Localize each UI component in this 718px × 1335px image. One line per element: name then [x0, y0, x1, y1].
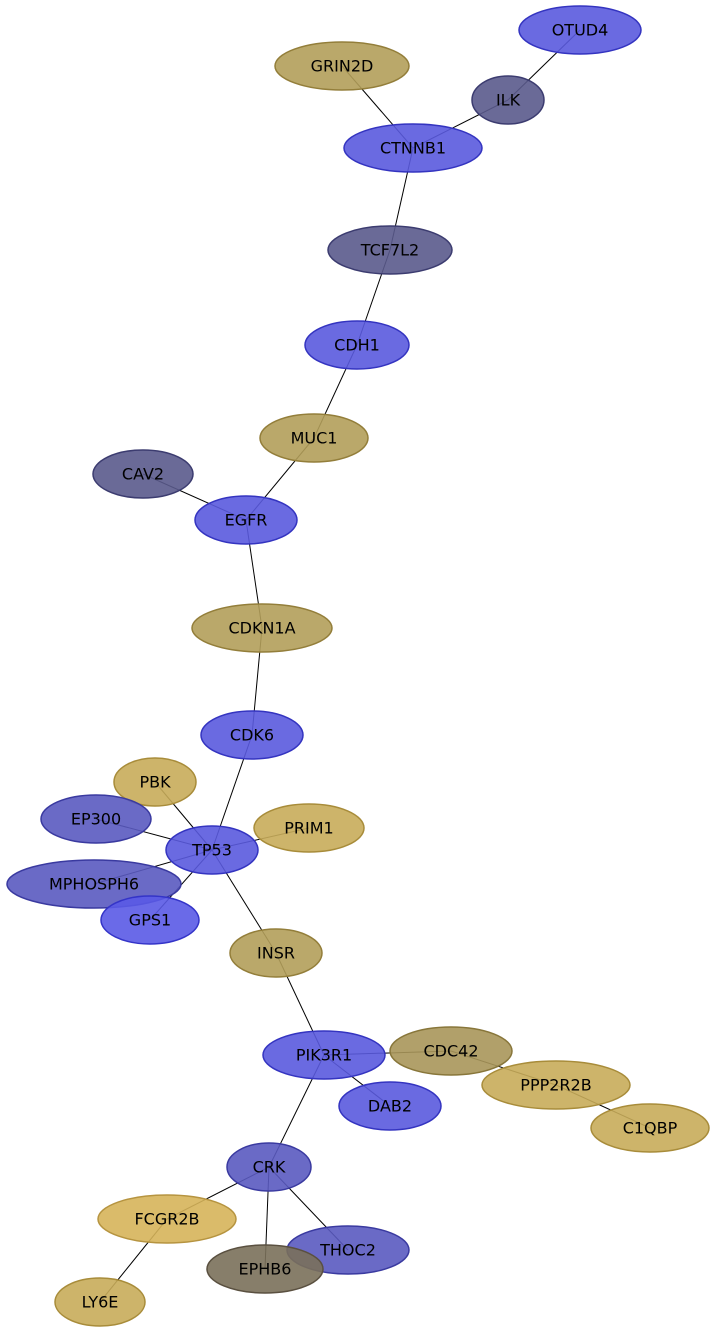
node-label-tp53: TP53: [191, 841, 232, 860]
node-crk[interactable]: CRK: [226, 1142, 312, 1192]
node-muc1[interactable]: MUC1: [259, 413, 369, 463]
node-label-insr: INSR: [257, 944, 295, 963]
node-label-muc1: MUC1: [291, 429, 338, 448]
node-pik3r1[interactable]: PIK3R1: [262, 1030, 386, 1080]
node-label-cdc42: CDC42: [423, 1042, 478, 1061]
node-cdk6[interactable]: CDK6: [200, 710, 304, 760]
node-shape-dab2: [338, 1081, 442, 1131]
node-ly6e[interactable]: LY6E: [54, 1277, 146, 1327]
node-cav2[interactable]: CAV2: [92, 449, 194, 499]
node-insr[interactable]: INSR: [229, 928, 323, 978]
node-shape-cdc42: [389, 1026, 513, 1076]
node-shape-cdk6: [200, 710, 304, 760]
node-shape-cdkn1a: [191, 603, 333, 653]
node-label-grin2d: GRIN2D: [311, 57, 374, 76]
node-grin2d[interactable]: GRIN2D: [274, 41, 410, 91]
node-label-ctnnb1: CTNNB1: [380, 139, 446, 158]
node-dab2[interactable]: DAB2: [338, 1081, 442, 1131]
node-cdc42[interactable]: CDC42: [389, 1026, 513, 1076]
node-shape-crk: [226, 1142, 312, 1192]
node-ctnnb1[interactable]: CTNNB1: [343, 123, 483, 173]
node-label-pbk: PBK: [139, 773, 171, 792]
node-label-ephb6: EPHB6: [239, 1260, 292, 1279]
node-ep300[interactable]: EP300: [40, 794, 152, 844]
node-c1qbp[interactable]: C1QBP: [590, 1103, 710, 1153]
node-shape-pbk: [113, 757, 197, 807]
node-label-pik3r1: PIK3R1: [296, 1046, 352, 1065]
node-shape-cdh1: [304, 320, 410, 370]
node-label-ilk: ILK: [496, 91, 521, 110]
node-shape-ctnnb1: [343, 123, 483, 173]
node-prim1[interactable]: PRIM1: [253, 803, 365, 853]
node-shape-prim1: [253, 803, 365, 853]
node-label-ppp2r2b: PPP2R2B: [520, 1076, 591, 1095]
node-egfr[interactable]: EGFR: [194, 495, 298, 545]
node-label-cdkn1a: CDKN1A: [228, 619, 295, 638]
node-tp53[interactable]: TP53: [165, 825, 259, 875]
node-label-crk: CRK: [253, 1158, 286, 1177]
node-shape-ephb6: [206, 1244, 324, 1294]
node-shape-pik3r1: [262, 1030, 386, 1080]
node-label-mphosph6: MPHOSPH6: [49, 875, 139, 894]
node-label-otud4: OTUD4: [552, 21, 609, 40]
node-shape-cav2: [92, 449, 194, 499]
node-shape-tp53: [165, 825, 259, 875]
node-shape-gps1: [100, 895, 200, 945]
node-label-thoc2: THOC2: [319, 1241, 376, 1260]
node-shape-fcgr2b: [97, 1194, 237, 1244]
node-shape-insr: [229, 928, 323, 978]
node-shape-tcf7l2: [327, 225, 453, 275]
node-shape-otud4: [518, 5, 642, 55]
node-shape-egfr: [194, 495, 298, 545]
node-label-c1qbp: C1QBP: [623, 1119, 678, 1138]
node-label-cdh1: CDH1: [334, 336, 380, 355]
node-cdh1[interactable]: CDH1: [304, 320, 410, 370]
node-label-ep300: EP300: [71, 810, 121, 829]
node-ephb6[interactable]: EPHB6: [206, 1244, 324, 1294]
node-cdkn1a[interactable]: CDKN1A: [191, 603, 333, 653]
node-pbk[interactable]: PBK: [113, 757, 197, 807]
node-label-prim1: PRIM1: [284, 819, 333, 838]
node-shape-muc1: [259, 413, 369, 463]
node-tcf7l2[interactable]: TCF7L2: [327, 225, 453, 275]
node-otud4[interactable]: OTUD4: [518, 5, 642, 55]
node-shape-ilk: [471, 75, 545, 125]
node-gps1[interactable]: GPS1: [100, 895, 200, 945]
node-label-dab2: DAB2: [368, 1097, 412, 1116]
node-label-ly6e: LY6E: [82, 1293, 119, 1312]
node-label-cdk6: CDK6: [230, 726, 274, 745]
node-label-egfr: EGFR: [225, 511, 268, 530]
node-shape-ppp2r2b: [481, 1060, 631, 1110]
node-shape-ly6e: [54, 1277, 146, 1327]
node-shape-grin2d: [274, 41, 410, 91]
node-label-cav2: CAV2: [122, 465, 164, 484]
node-label-tcf7l2: TCF7L2: [360, 241, 419, 260]
node-fcgr2b[interactable]: FCGR2B: [97, 1194, 237, 1244]
node-ppp2r2b[interactable]: PPP2R2B: [481, 1060, 631, 1110]
node-shape-c1qbp: [590, 1103, 710, 1153]
node-shape-ep300: [40, 794, 152, 844]
node-ilk[interactable]: ILK: [471, 75, 545, 125]
node-label-gps1: GPS1: [129, 911, 171, 930]
node-label-fcgr2b: FCGR2B: [134, 1210, 199, 1229]
